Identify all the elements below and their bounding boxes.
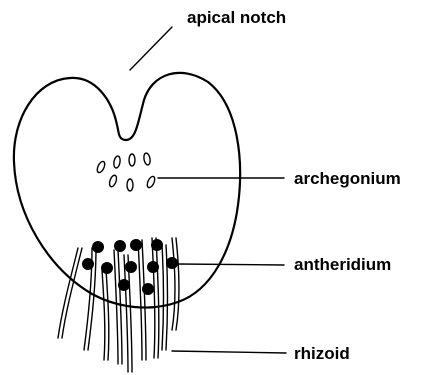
archegonium-mark xyxy=(96,160,107,173)
label-archegonium: archegonium xyxy=(294,170,401,187)
antheridium-leader xyxy=(178,264,284,265)
apical-notch-leader xyxy=(130,27,172,70)
antheridium-mark xyxy=(114,240,126,252)
antheridium-mark xyxy=(118,279,130,291)
antheridium-mark xyxy=(82,258,94,270)
antheridium-mark xyxy=(151,239,163,251)
archegonium-mark xyxy=(146,175,157,188)
antheridium-mark xyxy=(166,257,178,269)
label-rhizoid: rhizoid xyxy=(294,345,350,362)
rhizoid-strand xyxy=(138,240,146,360)
label-antheridium: antheridium xyxy=(294,256,391,273)
rhizoid-strand xyxy=(102,270,109,360)
antheridium-mark xyxy=(142,283,154,295)
archegonia-cluster xyxy=(96,153,157,191)
archegonium-mark xyxy=(127,179,133,191)
label-apical-notch: apical notch xyxy=(187,9,286,26)
archegonium-mark xyxy=(143,153,151,166)
antheridium-mark xyxy=(92,241,104,253)
rhizoid-strand xyxy=(58,248,82,338)
archegonium-mark xyxy=(129,154,135,166)
rhizoid-leader xyxy=(172,351,286,353)
antheridium-mark xyxy=(147,261,159,273)
antheridium-mark xyxy=(101,262,113,274)
archegonium-mark xyxy=(113,156,121,169)
prothallus-outline xyxy=(14,73,240,308)
archegonium-mark xyxy=(108,174,118,187)
rhizoid-strand xyxy=(172,238,179,330)
rhizoid-strand xyxy=(152,238,159,358)
antheridium-mark xyxy=(130,239,142,251)
antheridium-mark xyxy=(125,261,137,273)
rhizoid-strand xyxy=(114,250,122,364)
